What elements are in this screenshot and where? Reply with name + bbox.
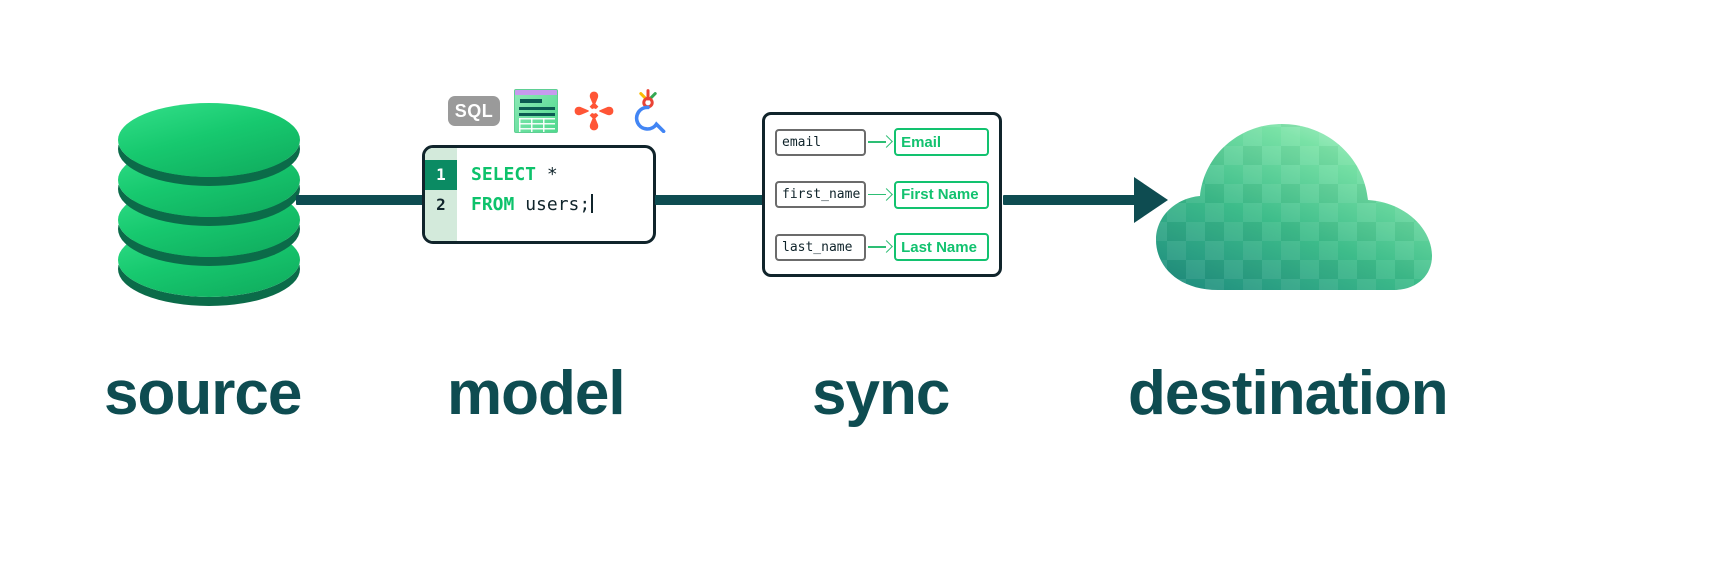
editor-code-area[interactable]: SELECT *FROM users;: [457, 148, 653, 241]
code-line-2: FROM users;: [471, 190, 653, 220]
sql-badge-icon: SQL: [448, 96, 500, 126]
editor-line-number-1: 1: [425, 160, 457, 190]
sql-keyword-from: FROM: [471, 194, 515, 215]
dbt-logo-icon: [574, 91, 614, 131]
destination-field-last-name[interactable]: Last Name: [894, 233, 989, 261]
cloud-icon: [1156, 124, 1432, 290]
arrow-right-icon: [868, 188, 892, 202]
label-destination: destination: [1128, 359, 1449, 428]
spreadsheet-titlebar: [515, 90, 557, 95]
looker-logo-icon: [634, 89, 666, 133]
field-mapping-row: email Email: [775, 127, 989, 157]
field-mapping-row: last_name Last Name: [775, 232, 989, 262]
spreadsheet-icon: [514, 89, 558, 133]
editor-line-number-2: 2: [436, 195, 446, 214]
spreadsheet-rule: [519, 113, 555, 116]
destination-field-email[interactable]: Email: [894, 128, 989, 156]
text-caret: [591, 194, 594, 213]
source-field-first-name[interactable]: first_name: [775, 181, 867, 208]
source-field-email[interactable]: email: [775, 128, 867, 156]
source-to-model-connector: [296, 195, 432, 205]
sync-mapping-card: email Email first_name First Name last_n…: [762, 112, 1002, 277]
sql-keyword-select: SELECT: [471, 164, 537, 185]
code-line-1: SELECT *: [471, 160, 653, 190]
database-cylinder-icon: [118, 103, 300, 298]
sql-line-2-rest: users;: [514, 194, 591, 215]
label-source: source: [104, 359, 302, 428]
arrow-head-icon: [1134, 177, 1168, 223]
field-mapping-row: first_name First Name: [775, 180, 989, 210]
model-to-sync-connector: [655, 195, 777, 205]
source-field-last-name[interactable]: last_name: [775, 233, 867, 261]
arrow-right-icon: [868, 135, 892, 149]
destination-field-first-name[interactable]: First Name: [894, 180, 989, 209]
model-tool-icons: SQL: [448, 88, 666, 134]
arrow-right-icon: [868, 240, 892, 254]
sql-line-1-rest: *: [536, 164, 558, 185]
editor-gutter: 1 2: [425, 148, 457, 241]
database-disc: [118, 103, 300, 177]
spreadsheet-rule: [519, 107, 555, 110]
sync-to-destination-connector: [1003, 195, 1151, 205]
label-model: model: [447, 359, 626, 428]
label-sync: sync: [812, 359, 950, 428]
spreadsheet-header-line: [520, 99, 542, 103]
sql-editor-card[interactable]: 1 2 SELECT *FROM users;: [422, 145, 656, 244]
spreadsheet-grid: [519, 118, 555, 132]
